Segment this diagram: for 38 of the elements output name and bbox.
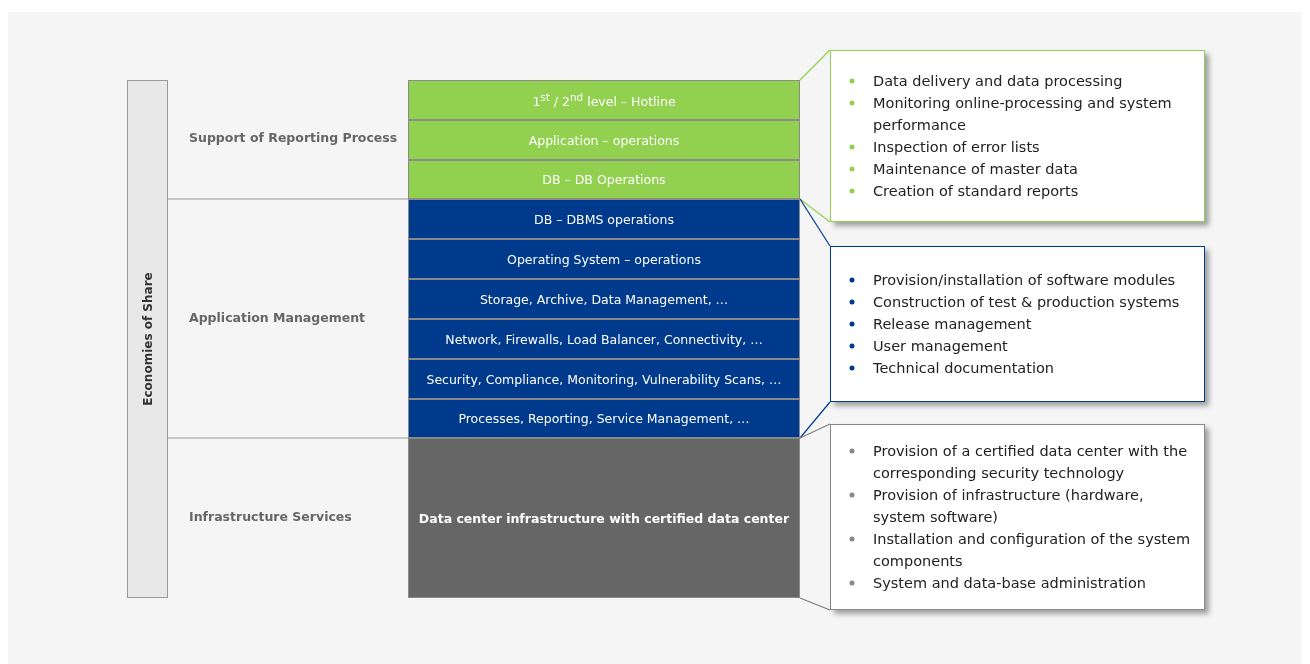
- bullet-item: Technical documentation: [849, 357, 1180, 379]
- callout-line: [799, 401, 831, 439]
- layer-block: Security, Compliance, Monitoring, Vulnerability Scans, …: [408, 359, 800, 399]
- bullet-item: Inspection of error lists: [849, 136, 1194, 158]
- layer-block: DB – DBMS operations: [408, 199, 800, 239]
- bullet-item: System and data-base administration: [849, 572, 1194, 594]
- bullet-item: Maintenance of master data: [849, 158, 1194, 180]
- bullet-item: Provision/installation of software modules: [849, 269, 1180, 291]
- bullet-item: Provision of a certified data center with the corresponding security technology: [849, 440, 1194, 484]
- layer-block: Operating System – operations: [408, 239, 800, 279]
- layer-block: Data center infrastructure with certified data center: [408, 438, 800, 598]
- layer-block: Storage, Archive, Data Management, …: [408, 279, 800, 319]
- section-label: Support of Reporting Process: [189, 129, 398, 145]
- section-label: Application Management: [189, 309, 366, 325]
- bullet-item: Construction of test & production systems: [849, 291, 1180, 313]
- layer-block: Processes, Reporting, Service Management, …: [408, 399, 800, 438]
- vertical-label-box: [127, 80, 168, 598]
- section-label: Infrastructure Services: [189, 508, 352, 524]
- callout-line: [799, 423, 831, 439]
- callout-box: [830, 50, 1205, 222]
- callout-line: [799, 597, 831, 611]
- bullet-item: Release management: [849, 313, 1180, 335]
- bullet-item: Installation and configuration of the system components: [849, 528, 1194, 572]
- callout-box: [830, 424, 1205, 610]
- bullet-item: Monitoring online-processing and system performance: [849, 92, 1194, 136]
- bullet-item: Data delivery and data processing: [849, 70, 1194, 92]
- layer-block: 1$^{st}$ / 2$^{nd}$ level – Hotline: [408, 80, 800, 120]
- layer-block: DB – DB Operations: [408, 160, 800, 199]
- bullet-item: Provision of infrastructure (hardware, system software): [849, 484, 1194, 528]
- layer-block: Application – operations: [408, 120, 800, 160]
- callout-line: [799, 198, 831, 247]
- callout-box: [830, 246, 1205, 402]
- vertical-label: Economies of Share: [140, 272, 155, 406]
- bullet-item: Creation of standard reports: [849, 180, 1194, 202]
- bullet-item: User management: [849, 335, 1180, 357]
- layer-block: Network, Firewalls, Load Balancer, Connectivity, …: [408, 319, 800, 359]
- callout-line: [799, 49, 831, 81]
- callout-line: [799, 198, 831, 223]
